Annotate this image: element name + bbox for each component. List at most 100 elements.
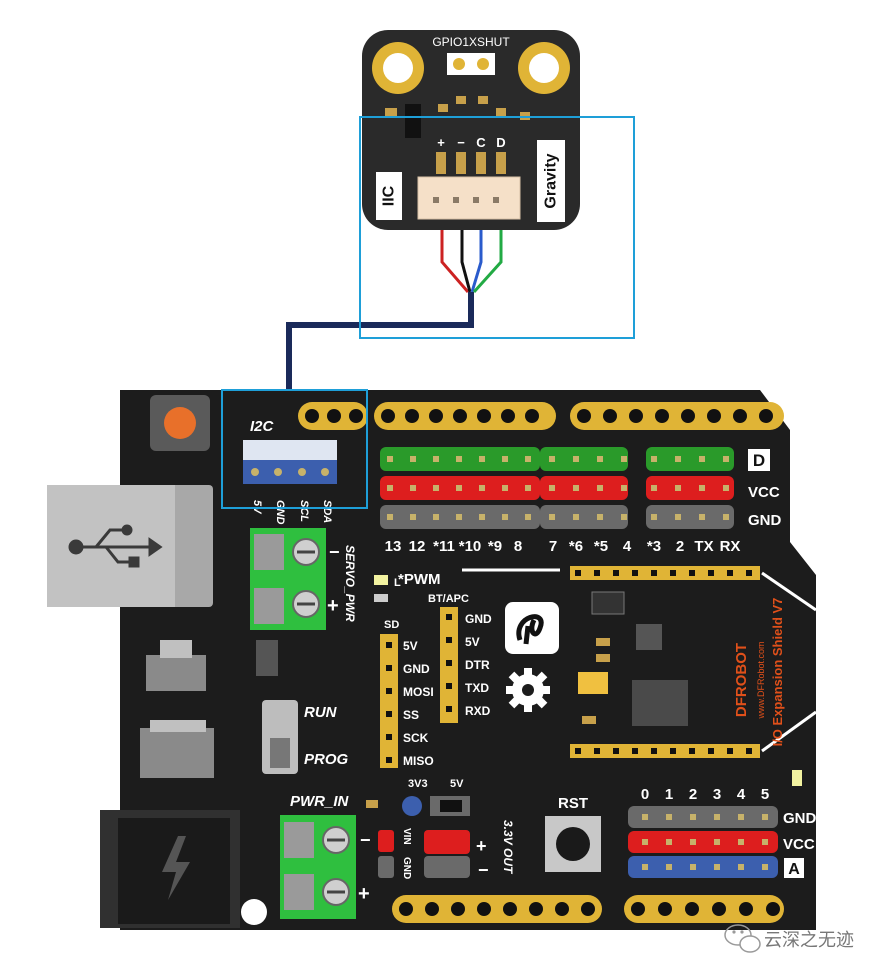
sensor-pin-plus: + — [437, 135, 445, 150]
wechat-icon — [724, 924, 761, 953]
bt-pin-gnd: GND — [465, 612, 492, 626]
digital-pin-pwm-5: *5 — [594, 538, 608, 555]
mount-hole-right — [518, 42, 570, 94]
analog-gnd-label: GND — [783, 810, 817, 827]
sd-pin-mosi: MOSI — [403, 685, 434, 699]
svg-text:+: + — [358, 883, 370, 905]
sd-pin-miso: MISO — [403, 754, 434, 768]
svg-text:−: − — [329, 542, 340, 562]
bottom-header-left — [392, 895, 602, 923]
i2c-highlight-box — [221, 389, 368, 509]
bt-pin-dtr: DTR — [465, 658, 490, 672]
gpio-xshut-label: GPIO1XSHUT — [432, 35, 510, 49]
voltage-selector-knob[interactable] — [402, 796, 422, 816]
pwr-gnd-label: GND — [401, 857, 412, 879]
mount-hole-left — [372, 42, 424, 94]
top-header-left — [298, 402, 368, 430]
sel-3v3-label: 3V3 — [408, 778, 428, 790]
bt-module-header-bottom — [570, 744, 760, 758]
digital-pin-pwm-11: *11 — [433, 538, 455, 555]
gravity-connector — [417, 176, 521, 220]
digital-pin-7: 7 — [549, 538, 557, 555]
pwr-in-label: PWR_IN — [290, 793, 350, 810]
svg-text:−: − — [478, 860, 489, 880]
sd-pin-5v: 5V — [403, 639, 418, 653]
row-gnd-label: GND — [748, 512, 782, 529]
digital-pin-tx: TX — [694, 538, 713, 555]
sensor-pin-d: D — [496, 135, 505, 150]
sd-pin-ss: SS — [403, 708, 419, 722]
pwm-label: *PWM — [398, 571, 441, 588]
row-vcc-label: VCC — [748, 484, 780, 501]
run-label: RUN — [304, 704, 338, 721]
analog-pin-0: 0 — [641, 786, 649, 803]
board-pcb — [120, 390, 816, 930]
prog-label: PROG — [304, 751, 349, 768]
gear-icon — [506, 668, 550, 712]
sel-5v-label: 5V — [450, 778, 464, 790]
bt-pin-rxd: RXD — [465, 704, 491, 718]
digital-pin-2: 2 — [676, 538, 684, 555]
brand-url: www.DFRobot.com — [756, 641, 766, 719]
bottom-header-right — [624, 895, 784, 923]
dc-jack — [100, 810, 240, 928]
vin-label: VIN — [401, 828, 412, 845]
analog-a-label: A — [788, 861, 800, 878]
digital-pin-4: 4 — [623, 538, 632, 555]
bt-apc-title: BT/APC — [428, 593, 469, 605]
sensor-module: GPIO1XSHUT + − C D IIC Gravity — [362, 30, 580, 230]
analog-vcc-label: VCC — [783, 836, 815, 853]
rst-label: RST — [558, 795, 588, 812]
row-d-label: D — [753, 451, 765, 470]
watermark: 云深之无迹 — [724, 924, 854, 953]
sensor-pin-c: C — [476, 135, 486, 150]
digital-pin-8: 8 — [514, 538, 522, 555]
analog-pin-2: 2 — [689, 786, 697, 803]
out-label: 3.3V OUT — [501, 820, 515, 875]
svg-text:+: + — [327, 595, 339, 617]
bt-module-header-top — [570, 566, 760, 580]
analog-pin-1: 1 — [665, 786, 673, 803]
brand-dfrobot: DFROBOT — [733, 643, 750, 717]
i2c-pin-gnd: GND — [274, 500, 286, 525]
analog-pin-3: 3 — [713, 786, 721, 803]
sd-header — [380, 634, 398, 768]
digital-pin-pwm-6: *6 — [569, 538, 583, 555]
i2c-pin-sda: SDA — [321, 500, 333, 523]
digital-pin-rx: RX — [720, 538, 741, 555]
sd-title: SD — [384, 619, 399, 631]
digital-header-rows — [380, 447, 734, 529]
i2c-title: I2C — [250, 418, 275, 435]
i2c-pin-scl: SCL — [298, 500, 310, 522]
sensor-highlight-box — [359, 116, 635, 339]
bt-pin-txd: TXD — [465, 681, 489, 695]
gravity-label: Gravity — [543, 153, 560, 208]
led-l-label: L — [394, 577, 401, 589]
sensor-pin-minus: − — [457, 135, 465, 150]
usb-port — [47, 485, 213, 607]
digital-pin-13: 13 — [385, 538, 402, 555]
servo-pwr-terminal — [250, 528, 326, 630]
analog-pin-4: 4 — [737, 786, 746, 803]
analog-header-rows — [628, 806, 778, 878]
svg-text:+: + — [476, 836, 487, 856]
sd-pin-sck: SCK — [403, 731, 429, 745]
usb-icon — [68, 524, 163, 568]
top-header-mid — [374, 402, 556, 430]
pwr-in-terminal — [280, 815, 356, 919]
digital-pin-pwm-10: *10 — [459, 538, 482, 555]
bt-pin-5v: 5V — [465, 635, 480, 649]
reset-button[interactable] — [545, 816, 601, 872]
svg-text:−: − — [360, 830, 371, 850]
servo-pwr-label: SERVO_PWR — [343, 545, 357, 622]
digital-pin-pwm-3: *3 — [647, 538, 661, 555]
shield-name: I/O Expansion Shield V7 — [770, 598, 785, 747]
top-header-right — [570, 402, 784, 430]
digital-pin-pwm-9: *9 — [488, 538, 502, 555]
watermark-text: 云深之无迹 — [764, 930, 854, 951]
power-icon — [162, 836, 190, 900]
